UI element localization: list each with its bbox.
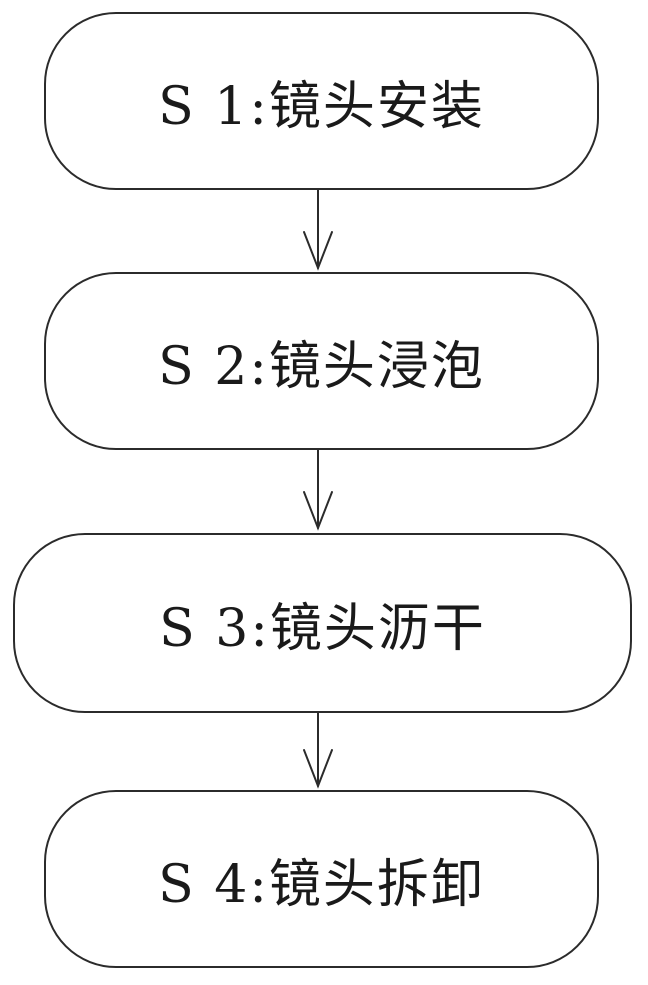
- step-label-s3: S 3:镜头沥干: [159, 598, 486, 659]
- arrow-s3-to-s4: [303, 712, 333, 789]
- step-label-s1: S 1:镜头安装: [158, 76, 485, 137]
- step-label-s2: S 2:镜头浸泡: [158, 336, 485, 397]
- step-box-s3: S 3:镜头沥干: [13, 533, 632, 713]
- step-box-s4: S 4:镜头拆卸: [44, 790, 599, 968]
- arrow-s2-to-s3: [303, 449, 333, 531]
- step-box-s2: S 2:镜头浸泡: [44, 272, 599, 450]
- step-label-s4: S 4:镜头拆卸: [158, 854, 485, 915]
- step-box-s1: S 1:镜头安装: [44, 12, 599, 190]
- arrow-s1-to-s2: [303, 189, 333, 271]
